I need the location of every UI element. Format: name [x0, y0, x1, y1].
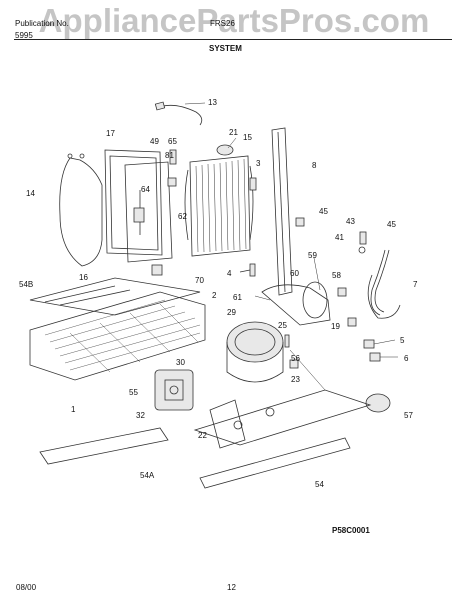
- callout-70: 70: [195, 276, 204, 285]
- callout-3: 3: [256, 159, 261, 168]
- callout-25: 25: [278, 321, 287, 330]
- callout-2: 2: [212, 291, 217, 300]
- header-rule: [14, 39, 452, 40]
- callout-65: 65: [168, 137, 177, 146]
- part-6-connector: [369, 352, 398, 362]
- callout-43: 43: [346, 217, 355, 226]
- part-43-valve: [358, 231, 367, 254]
- callout-29: 29: [227, 308, 236, 317]
- part-54a-rail: [39, 427, 169, 465]
- callout-6: 6: [404, 354, 409, 363]
- callout-57: 57: [404, 411, 413, 420]
- part-58-clip: [337, 287, 347, 297]
- part-54-rail: [199, 437, 351, 489]
- part-30-relay: [154, 369, 194, 411]
- part-45-tube: [370, 249, 390, 316]
- figure-code: P58C0001: [332, 526, 370, 535]
- callout-30: 30: [176, 358, 185, 367]
- callout-59: 59: [308, 251, 317, 260]
- callout-8: 8: [312, 161, 317, 170]
- callout-15: 15: [243, 133, 252, 142]
- part-7-tube: [367, 274, 401, 319]
- callout-58: 58: [332, 271, 341, 280]
- watermark: AppliancePartsPros.com: [38, 2, 430, 39]
- part-45-fitting: [295, 217, 305, 227]
- callout-1: 1: [71, 405, 76, 414]
- part-5-connector: [363, 339, 396, 349]
- part-19-fitting: [347, 317, 357, 327]
- callout-17: 17: [106, 129, 115, 138]
- part-70-bracket: [151, 264, 163, 276]
- callout-60: 60: [290, 269, 299, 278]
- callout-45a: 45: [319, 207, 328, 216]
- page-number: 12: [227, 583, 236, 592]
- callout-49: 49: [150, 137, 159, 146]
- callout-81: 81: [165, 151, 174, 160]
- part-62-evaporator: [184, 155, 254, 257]
- callout-61: 61: [233, 293, 242, 302]
- part-17-panel: [104, 149, 163, 256]
- callout-21: 21: [229, 128, 238, 137]
- callout-14: 14: [26, 189, 35, 198]
- part-1-condenser: [29, 291, 206, 381]
- callout-23: 23: [291, 375, 300, 384]
- part-21-sensor: [216, 137, 237, 156]
- part-81-clip: [167, 149, 177, 187]
- callout-56: 56: [291, 354, 300, 363]
- callout-41: 41: [335, 233, 344, 242]
- callout-45b: 45: [387, 220, 396, 229]
- part-14-heater-loop: [59, 153, 103, 267]
- part-60-fan-bracket: [261, 257, 331, 326]
- part-8-channel: [271, 127, 293, 296]
- callout-54a: 54A: [140, 471, 155, 480]
- callout-64: 64: [141, 185, 150, 194]
- section-title: SYSTEM: [209, 44, 242, 53]
- callout-22: 22: [198, 431, 207, 440]
- part-54b-tray: [29, 277, 201, 316]
- publication-label: Publication No.: [15, 19, 69, 28]
- leader-61: [254, 295, 271, 301]
- part-25-screw: [284, 334, 290, 348]
- callout-54b: 54B: [19, 280, 33, 289]
- publication-number: 5995: [15, 31, 33, 40]
- callout-55: 55: [129, 388, 138, 397]
- part-64-bracket: [124, 161, 173, 263]
- callout-4: 4: [227, 269, 232, 278]
- model-number: FRS26: [210, 19, 235, 28]
- callout-62: 62: [178, 212, 187, 221]
- part-56-grommet: [289, 359, 299, 369]
- part-22-base: [193, 349, 372, 449]
- callout-19: 19: [331, 322, 340, 331]
- callout-7: 7: [413, 280, 418, 289]
- part-57-mount: [365, 393, 391, 413]
- callout-13: 13: [208, 98, 217, 107]
- callout-5: 5: [400, 336, 405, 345]
- callout-16: 16: [79, 273, 88, 282]
- callout-32: 32: [136, 411, 145, 420]
- footer-date: 08/00: [16, 583, 37, 592]
- callout-54: 54: [315, 480, 324, 489]
- part-13-tube: [154, 101, 206, 126]
- part-29-compressor: [226, 321, 284, 383]
- part-3-bracket: [249, 177, 257, 191]
- part-4-screw: [239, 263, 256, 277]
